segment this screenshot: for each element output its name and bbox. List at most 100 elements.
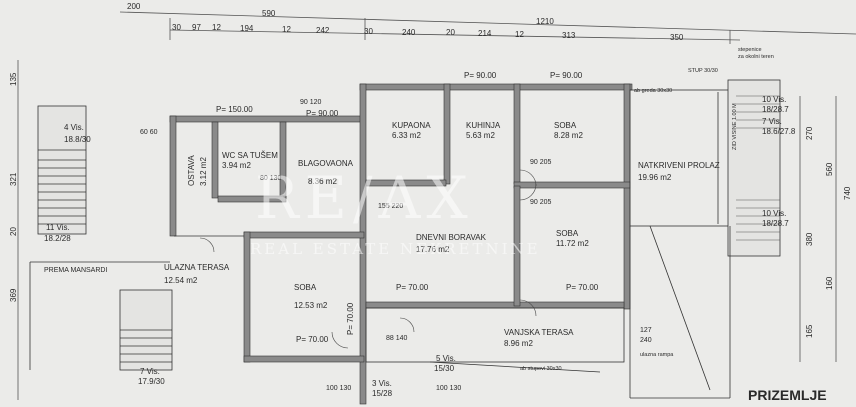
stair-value: 18.2/28 — [44, 234, 71, 243]
dim-top-1210: 1210 — [536, 17, 554, 26]
stair-label: 3 Vis. — [372, 379, 392, 388]
stair-label: 10 Vis. — [762, 95, 786, 104]
room-area: 11.72 m2 — [556, 239, 589, 248]
dim-right-270: 270 — [805, 126, 814, 140]
stair-label: 10 Vis. — [762, 209, 786, 218]
room-name: DNEVNI BORAVAK — [416, 233, 487, 242]
dim-right-740: 740 — [843, 186, 852, 200]
stair-label: 11 Vis. — [46, 223, 70, 232]
window-label: P= 70.00 — [396, 283, 429, 292]
top-dimension-lines — [119, 11, 856, 44]
dim-top-214: 214 — [478, 29, 492, 38]
left-stair — [37, 105, 87, 235]
dim-top-12b: 12 — [282, 25, 291, 34]
dim-left-321: 321 — [9, 172, 18, 186]
dim-right-160: 160 — [825, 276, 834, 290]
lower-left-stair — [29, 261, 173, 371]
opening-dim: 80 130 — [260, 175, 282, 182]
window-label: P= 70.00 — [296, 335, 329, 344]
room-area: 8.96 m2 — [504, 339, 533, 348]
opening-dim: 88 140 — [386, 335, 408, 342]
room-name: SOBA — [554, 121, 577, 130]
outer-terrace-outline — [174, 235, 625, 373]
dim-top-12c: 12 — [515, 30, 524, 39]
dim-left-135: 135 — [9, 72, 18, 86]
dim-top-194: 194 — [240, 24, 254, 33]
dim-top-242: 242 — [316, 26, 330, 35]
door-swings — [199, 169, 537, 349]
watermark-tagline: REAL ESTATE NEKRETNINE — [250, 240, 541, 258]
room-name: WC SA TUŠEM — [222, 151, 278, 160]
room-area: 19.96 m2 — [638, 173, 672, 182]
room-name: KUPAONA — [392, 121, 431, 130]
window-label: P= 150.00 — [216, 105, 253, 114]
room-name: SOBA — [294, 283, 317, 292]
note-okolni-teren: za okolni teren — [738, 54, 774, 60]
right-stair-treads — [736, 95, 780, 241]
opening-dim: 60 60 — [140, 129, 158, 136]
dim-top-20: 20 — [446, 28, 455, 37]
stair-value: 18/28.7 — [762, 105, 789, 114]
room-name: BLAGOVAONA — [298, 159, 354, 168]
note-stepenice: stepenice — [738, 47, 762, 53]
room-area: 3.94 m2 — [222, 161, 251, 170]
note-stupovi: ab stupovi 30x30 — [520, 366, 562, 372]
stair-value: 18/28.7 — [762, 219, 789, 228]
dim-top-30a: 30 — [172, 23, 181, 32]
dim-top-590: 590 — [262, 9, 276, 18]
ramp-dim-240: 240 — [640, 337, 652, 344]
note-greda: ab greda 30x30 — [634, 88, 672, 94]
dim-top-240: 240 — [402, 28, 416, 37]
opening-dim: 90 205 — [530, 159, 552, 166]
dim-right-560: 560 — [825, 162, 834, 176]
stair-label: 4 Vis. — [64, 123, 84, 132]
stair-value: 15/28 — [372, 389, 393, 398]
window-label: P= 90.00 — [464, 71, 497, 80]
window-label: P= 90.00 — [550, 71, 583, 80]
room-area: 8.28 m2 — [554, 131, 583, 140]
note-zid: ZID VISINE 1.00 M — [732, 103, 738, 150]
dim-left-369: 369 — [9, 288, 18, 302]
window-label: P= 90.00 — [306, 109, 339, 118]
dim-top-30b: 30 — [364, 27, 373, 36]
room-area: 6.33 m2 — [392, 131, 421, 140]
note-prema-mansardi: PREMA MANSARDI — [44, 267, 107, 274]
room-name: SOBA — [556, 229, 579, 238]
room-name: OSTAVA — [187, 155, 196, 186]
stair-label: 7 Vis. — [140, 367, 160, 376]
room-name: ULAZNA TERASA — [164, 263, 230, 272]
room-area: 12.53 m2 — [294, 301, 328, 310]
window-label: P= 70.00 — [346, 302, 355, 335]
stair-value: 18.8/30 — [64, 135, 91, 144]
dim-top-350: 350 — [670, 33, 684, 42]
room-name: VANJSKA TERASA — [504, 328, 574, 337]
dim-right-165: 165 — [805, 324, 814, 338]
ramp-dim-127: 127 — [640, 327, 652, 334]
room-area: 17.76 m2 — [416, 245, 450, 254]
stair-value: 17.9/30 — [138, 377, 165, 386]
stair-value: 18.6/27.8 — [762, 127, 796, 136]
room-name: NATKRIVENI PROLAZ — [638, 161, 720, 170]
room-area: 12.54 m2 — [164, 276, 198, 285]
opening-dim: 155 220 — [378, 203, 403, 210]
room-area: 8.36 m2 — [308, 177, 337, 186]
room-area: 5.63 m2 — [466, 131, 495, 140]
opening-dim: 90 120 — [300, 99, 322, 106]
window-label: P= 70.00 — [566, 283, 599, 292]
covered-passage-outline — [629, 79, 781, 399]
watermark-logo: RE/AX — [255, 164, 474, 232]
note-ulazna-rampa: ulazna rampa — [640, 352, 674, 358]
opening-dim: 100 130 — [436, 385, 461, 392]
note-stup: STUP 30/30 — [688, 68, 718, 74]
dim-top-313: 313 — [562, 31, 576, 40]
opening-dim: 90 205 — [530, 199, 552, 206]
room-area: 3.12 m2 — [199, 157, 208, 186]
opening-dim: 100 130 — [326, 385, 351, 392]
stair-value: 15/30 — [434, 364, 455, 373]
dim-right-380: 380 — [805, 232, 814, 246]
stair-label: 7 Vis. — [762, 117, 782, 126]
right-dimension-lines — [799, 96, 837, 362]
dim-top-200: 200 — [127, 2, 141, 11]
sheet-title: PRIZEMLJE — [748, 387, 827, 403]
